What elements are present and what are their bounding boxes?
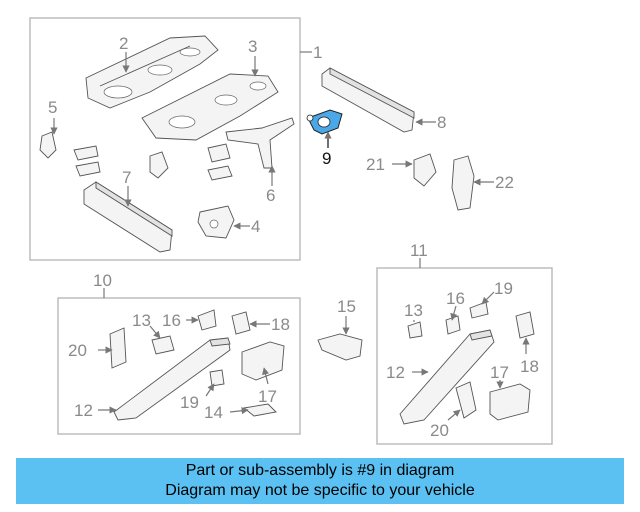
callout-20-right[interactable]: 20 <box>430 421 449 440</box>
callout-2[interactable]: 2 <box>119 34 128 53</box>
callout-12-right[interactable]: 12 <box>386 363 405 382</box>
callout-1[interactable]: 1 <box>313 43 322 62</box>
bracket-15 <box>317 333 363 361</box>
group-box-11 <box>376 267 553 445</box>
callout-17-right[interactable]: 17 <box>490 363 509 382</box>
callout-6[interactable]: 6 <box>266 186 275 205</box>
callout-19-left[interactable]: 19 <box>180 393 199 412</box>
callout-9[interactable]: 9 <box>322 149 331 168</box>
callout-18-right[interactable]: 18 <box>520 357 539 376</box>
callout-18-left[interactable]: 18 <box>271 315 290 334</box>
banner-line-disclaimer: Diagram may not be specific to your vehi… <box>165 482 475 499</box>
callout-8[interactable]: 8 <box>437 113 446 132</box>
callout-21[interactable]: 21 <box>366 155 385 174</box>
floor-rail-7 <box>83 181 173 253</box>
group-box-10 <box>57 297 301 435</box>
bracket-4 <box>197 205 235 239</box>
group11-parts <box>399 301 535 425</box>
callout-5[interactable]: 5 <box>48 98 57 117</box>
callout-13-right[interactable]: 13 <box>404 301 423 320</box>
callout-17-left[interactable]: 17 <box>258 387 277 406</box>
group10-parts <box>109 309 285 421</box>
callout-7[interactable]: 7 <box>122 168 131 187</box>
rear-floor-pan <box>141 73 279 141</box>
bracket-5 <box>39 131 57 159</box>
pillar-22 <box>451 155 475 211</box>
callout-10[interactable]: 10 <box>93 271 112 290</box>
callout-16-left[interactable]: 16 <box>162 311 181 330</box>
group-box-1 <box>29 17 301 261</box>
info-banner: Part or sub-assembly is #9 in diagram Di… <box>16 458 624 504</box>
crossmember-6 <box>225 117 295 169</box>
callout-15[interactable]: 15 <box>337 297 356 316</box>
callout-4[interactable]: 4 <box>251 217 260 236</box>
banner-line-part: Part or sub-assembly is #9 in diagram <box>185 462 455 479</box>
front-floor-pan <box>85 35 219 109</box>
rail-8 <box>321 67 415 133</box>
callout-3[interactable]: 3 <box>248 37 257 56</box>
callout-16-right[interactable]: 16 <box>446 289 465 308</box>
callout-20-left[interactable]: 20 <box>68 341 87 360</box>
bracket-21 <box>413 153 437 187</box>
callout-13-left[interactable]: 13 <box>132 311 151 330</box>
small-bracket-a <box>73 143 233 181</box>
part-9-highlighted[interactable] <box>306 109 343 135</box>
callout-22[interactable]: 22 <box>495 173 514 192</box>
callout-11[interactable]: 11 <box>410 241 428 260</box>
callout-19-right[interactable]: 19 <box>494 279 513 298</box>
callout-12-left[interactable]: 12 <box>74 401 93 420</box>
callout-14[interactable]: 14 <box>204 403 223 422</box>
